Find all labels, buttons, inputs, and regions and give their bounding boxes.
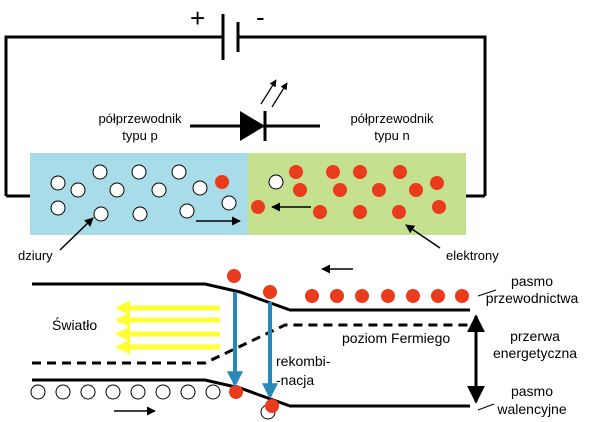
n-type-label-line1: półprzewodnik [350, 111, 434, 126]
hole [105, 384, 121, 400]
recombination-label-line1: rekombi- [276, 353, 331, 369]
valence-band-label-line2: walencyjne [496, 401, 566, 417]
band-gap-label-line2: energetyczna [493, 345, 577, 361]
electron [333, 183, 347, 197]
electron [355, 289, 369, 303]
electron [353, 165, 367, 179]
n-region [248, 153, 466, 235]
electron [393, 165, 407, 179]
holes-p-region [50, 164, 284, 222]
hole [30, 384, 46, 400]
electron [289, 165, 303, 179]
valence-band-pointer [477, 403, 495, 411]
electron [431, 289, 445, 303]
recombining-electrons [229, 385, 279, 413]
conduction-band-edge [32, 282, 470, 312]
electrons-n-region [215, 165, 446, 219]
electron [406, 289, 420, 303]
hole [221, 195, 237, 211]
hole [92, 164, 108, 180]
hole [180, 384, 196, 400]
holes-label: dziury [18, 248, 53, 263]
hole [132, 206, 148, 222]
conduction-band-electrons [227, 269, 469, 303]
electron [353, 205, 367, 219]
electrons-label: elektrony [446, 248, 499, 263]
light-label: Światło [52, 316, 97, 333]
hole [80, 384, 96, 400]
hole [179, 203, 195, 219]
hole [155, 384, 171, 400]
fermi-level-line [32, 323, 470, 365]
electron [430, 176, 444, 190]
electron [372, 183, 386, 197]
electron [215, 175, 229, 189]
electron [305, 289, 319, 303]
battery-symbol [221, 14, 240, 60]
p-type-label-line1: półprzewodnik [98, 111, 182, 126]
electron [265, 399, 279, 413]
valence-band-holes [30, 384, 276, 420]
electron [229, 385, 243, 399]
hole [50, 175, 66, 191]
fermi-level-label: poziom Fermiego [342, 330, 450, 346]
electron [326, 165, 340, 179]
hole [109, 182, 125, 198]
electron [455, 289, 469, 303]
electron [293, 183, 307, 197]
hole [151, 182, 167, 198]
hole [268, 174, 284, 190]
light-emission-arrows [115, 300, 220, 355]
electron [227, 269, 241, 283]
p-type-label-line2: typu p [122, 128, 157, 143]
electron [432, 200, 446, 214]
electron [409, 183, 423, 197]
hole [50, 200, 66, 216]
electron [392, 205, 406, 219]
hole [171, 164, 187, 180]
hole [192, 180, 208, 196]
valence-band-edge [32, 378, 470, 408]
electrons-pointer-arrow [405, 224, 441, 249]
hole [55, 384, 71, 400]
diode-symbol [190, 79, 320, 141]
battery-plus-label: + [190, 3, 205, 33]
hole [70, 182, 86, 198]
circuit-wire [4, 35, 487, 198]
electron [313, 205, 327, 219]
conduction-band-label-line1: pasmo [511, 273, 553, 289]
electron [263, 285, 277, 299]
holes-pointer-arrow [59, 217, 94, 251]
conduction-band-pointer [477, 289, 497, 297]
battery-minus-label: - [256, 2, 265, 32]
electron [251, 200, 265, 214]
n-type-label-line2: typu n [374, 128, 409, 143]
hole [131, 164, 147, 180]
hole [130, 384, 146, 400]
conduction-band-label-line2: przewodnictwa [486, 290, 579, 306]
electron [381, 289, 395, 303]
band-gap-label-line1: przerwa [510, 328, 560, 344]
electron [330, 289, 344, 303]
hole [93, 206, 109, 222]
hole [205, 384, 221, 400]
recombination-label-line2: -nacja [276, 372, 314, 388]
valence-band-label-line1: pasmo [511, 383, 553, 399]
